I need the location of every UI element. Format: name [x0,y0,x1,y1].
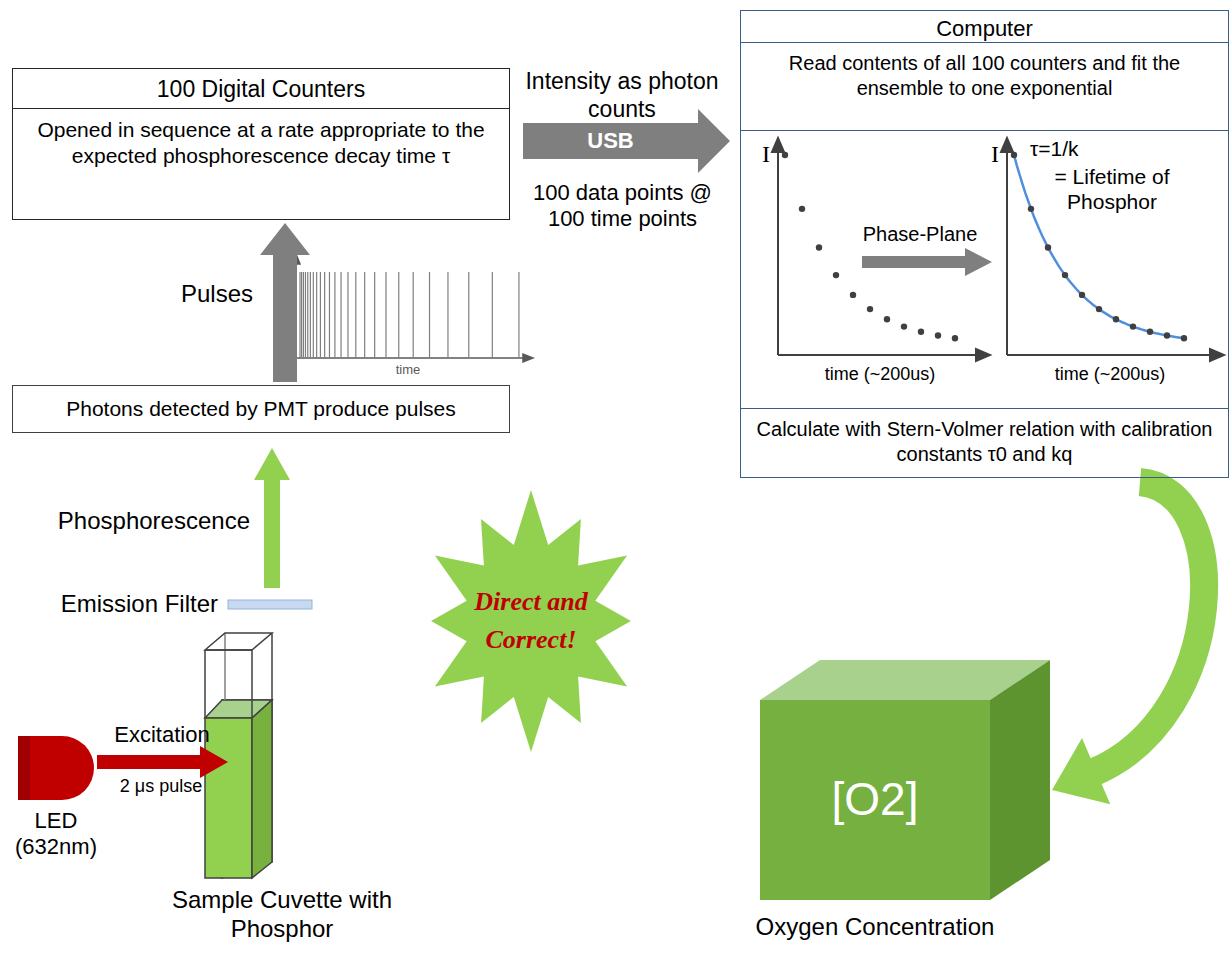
label: Emission Filter [12,590,218,619]
label: Phosphorescence [12,507,250,536]
panel-text: Read contents of all 100 counters and fi… [741,43,1228,131]
phase-plane-arrow [862,248,992,276]
label: τ=1/k [1030,136,1125,161]
box-text: Photons detected by PMT produce pulses [13,386,509,432]
process-box: 100 Digital CountersOpened in sequence a… [12,68,510,220]
label: Sample Cuvette with Phosphor [132,886,432,944]
box-heading: 100 Digital Counters [13,69,509,109]
plot-axes [772,138,1224,361]
excitation-arrow [97,746,228,778]
fit-curve [1014,155,1184,338]
computer-panel: ComputerRead contents of all 100 counter… [740,10,1229,478]
box-body: Opened in sequence at a rate appropriate… [13,109,509,219]
pulse-axes [292,254,533,362]
cube-caption: Oxygen Concentration [740,912,1010,942]
edge-label: Pulses [163,280,253,309]
label: time (~200us) [1030,364,1190,386]
label: LED (632nm) [8,808,104,861]
label: I [758,140,774,169]
phosphorescence-arrow [254,448,290,588]
process-box: Photons detected by PMT produce pulses [12,385,510,433]
cube: [O2] Oxygen Concentration [740,655,1050,950]
panel-heading: Computer [741,11,1228,43]
connector-arrow [260,223,310,382]
emission-filter [228,600,312,609]
starburst-shape [418,488,644,754]
edge-label: USB [587,128,633,154]
label: time [388,362,428,378]
cube-text: [O2] [832,771,919,829]
label: 100 data points @ 100 time points [513,180,732,233]
label: Phase-Plane [845,222,995,246]
label: 2 μs pulse [96,776,226,798]
label: time (~200us) [800,364,960,386]
led [18,736,94,800]
label: Excitation [98,722,226,748]
label: Intensity as photon counts [516,68,728,123]
data-points [782,152,1187,342]
callout-text: Direct and Correct! [474,583,588,658]
label: = Lifetime of Phosphor [1048,164,1176,214]
pulse-train [300,272,519,357]
connector-arrow [1052,482,1204,804]
starburst: Direct and Correct! [418,488,644,754]
panel-text: Calculate with Stern-Volmer relation wit… [741,408,1228,477]
label: I [987,140,1003,169]
